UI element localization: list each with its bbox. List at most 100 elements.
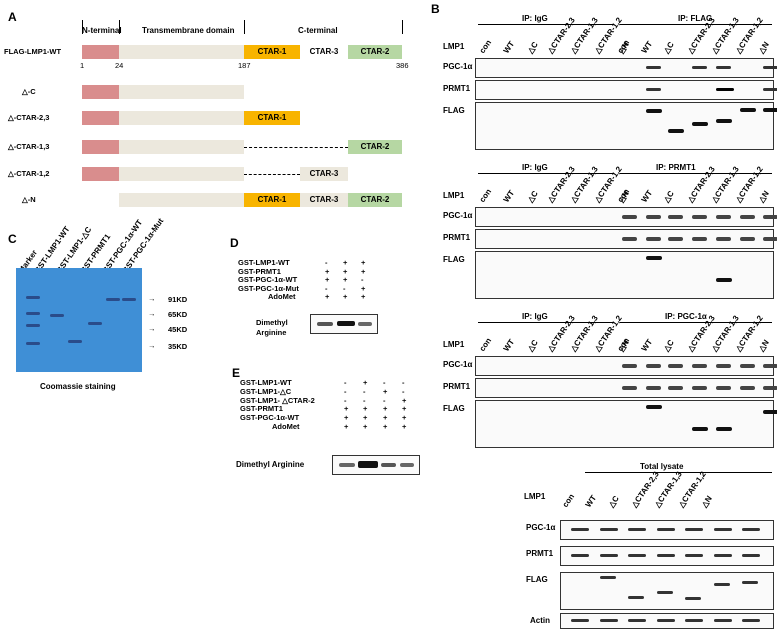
blot-band <box>716 88 734 91</box>
panel-d-sign: + <box>343 258 348 267</box>
flag-band <box>716 278 732 282</box>
lysate-flag-band <box>742 581 758 584</box>
lane-label-igg: △C <box>525 40 540 55</box>
wt-ctar1: CTAR-1 <box>244 45 300 59</box>
blot-band <box>668 215 683 219</box>
lysate-band <box>742 554 760 557</box>
panel-d-sign: + <box>343 266 348 276</box>
ip-igg-header: IP: IgG <box>522 14 548 23</box>
panel-e-sign: - <box>383 378 386 387</box>
lane-label-ip: △N <box>756 189 771 204</box>
dctar23-n-segment <box>82 111 119 125</box>
ip-target-header: IP: PGC-1α <box>665 312 707 321</box>
blot-strip <box>475 251 774 299</box>
construct-wt-label: FLAG-LMP1-WT <box>4 47 62 56</box>
blot-band <box>646 215 661 219</box>
panel-d-sign: + <box>325 275 330 284</box>
lysate-band <box>713 619 732 622</box>
tick-24 <box>119 20 120 34</box>
blot-band <box>740 364 755 368</box>
panel-d-row-label: GST-LMP1-WT <box>238 258 290 267</box>
panel-e-sign: + <box>383 386 388 396</box>
blot-strip <box>475 102 777 150</box>
dctar13-ctar2: CTAR-2 <box>348 140 402 154</box>
lysate-strip <box>560 520 774 540</box>
flag-band <box>692 122 708 126</box>
lysate-band <box>742 619 760 622</box>
lysate-band <box>628 554 646 557</box>
ip-target-line <box>620 24 772 25</box>
blot-band <box>692 364 707 368</box>
ip-target-header: IP: PRMT1 <box>656 163 696 172</box>
lysate-band <box>656 528 675 531</box>
blot-band <box>763 66 777 69</box>
blot-strip <box>475 400 777 448</box>
tick-187 <box>244 20 245 34</box>
dctar23-tm-segment <box>119 111 244 125</box>
dctar13-tm-segment <box>119 140 244 154</box>
lysate-lane-label: con <box>560 492 577 509</box>
panel-e-row-label: GST-LMP1-WT <box>240 378 292 387</box>
lane-label-ip: △C <box>661 189 676 204</box>
pos-1: 1 <box>80 61 85 70</box>
blot-band <box>646 237 661 241</box>
lane-label-ip: △C <box>661 40 676 55</box>
flag-band <box>668 129 684 133</box>
lysate-band <box>713 554 732 557</box>
blot-band <box>763 386 777 390</box>
arrow-45kd: → <box>148 324 156 333</box>
dn-ctar1: CTAR-1 <box>244 193 300 207</box>
ip-igg-line <box>478 173 614 174</box>
lane-label-igg: WT <box>501 188 517 204</box>
construct-dc-label: △-C <box>22 87 36 96</box>
dctar12-tm-segment <box>119 167 244 181</box>
arrow-65kd: → <box>148 309 156 318</box>
lysate-lane-label: △N <box>699 494 714 509</box>
blot-band <box>646 364 661 368</box>
lmp1-label: LMP1 <box>443 340 465 349</box>
lane-label-ip: △C <box>661 338 676 353</box>
blot-band <box>668 364 683 368</box>
flag-band <box>646 109 662 113</box>
panel-c-label: C <box>8 232 17 246</box>
lysate-row-label: PRMT1 <box>526 549 554 558</box>
tick-1 <box>82 20 83 34</box>
blot-band <box>668 386 683 390</box>
lysate-band <box>685 554 703 557</box>
blot-strip <box>475 80 777 100</box>
panel-e-sign: + <box>402 413 407 423</box>
blot-band <box>716 215 731 219</box>
flag-band <box>716 119 732 123</box>
panel-e-blot <box>332 455 420 475</box>
panel-e-sign: + <box>402 422 407 431</box>
lysate-flag-band <box>656 591 673 594</box>
n-terminal-label: N-terminal <box>82 26 122 35</box>
lane-label-igg: con <box>477 38 494 55</box>
arrow-91kd: → <box>148 294 156 303</box>
panel-e-sign: - <box>344 378 347 387</box>
panel-e-sign: + <box>363 413 368 423</box>
tick-386 <box>402 20 403 34</box>
panel-e-row-label: GST-LMP1- △CTAR-2 <box>240 395 315 405</box>
lysate-strip <box>560 613 774 629</box>
panel-d-blot-label-1: Dimethyl <box>256 318 288 327</box>
lysate-lane-label: △C <box>606 494 621 509</box>
blot-row-label: FLAG <box>443 255 465 264</box>
blot-row-label: PRMT1 <box>443 84 471 93</box>
dn-ctar3: CTAR-3 <box>300 193 348 207</box>
lysate-flag-band <box>713 583 730 586</box>
wt-tm-segment <box>119 45 244 59</box>
panel-d-row-label: AdoMet <box>268 292 296 301</box>
lysate-band <box>713 528 732 531</box>
blot-row-label: PGC-1α <box>443 360 473 369</box>
construct-dctar23-label: △-CTAR-2,3 <box>8 113 50 122</box>
panel-e-sign: + <box>402 395 407 405</box>
panel-d-sign: + <box>343 275 348 284</box>
panel-b-label: B <box>431 2 440 16</box>
marker-45kd: 45KD <box>168 325 188 334</box>
flag-band <box>763 410 777 414</box>
lysate-row-label: Actin <box>530 616 550 625</box>
panel-d-row-label: GST-PGC-1α-WT <box>238 275 298 284</box>
panel-e-row-label: AdoMet <box>272 422 300 431</box>
panel-e-sign: - <box>402 378 405 387</box>
